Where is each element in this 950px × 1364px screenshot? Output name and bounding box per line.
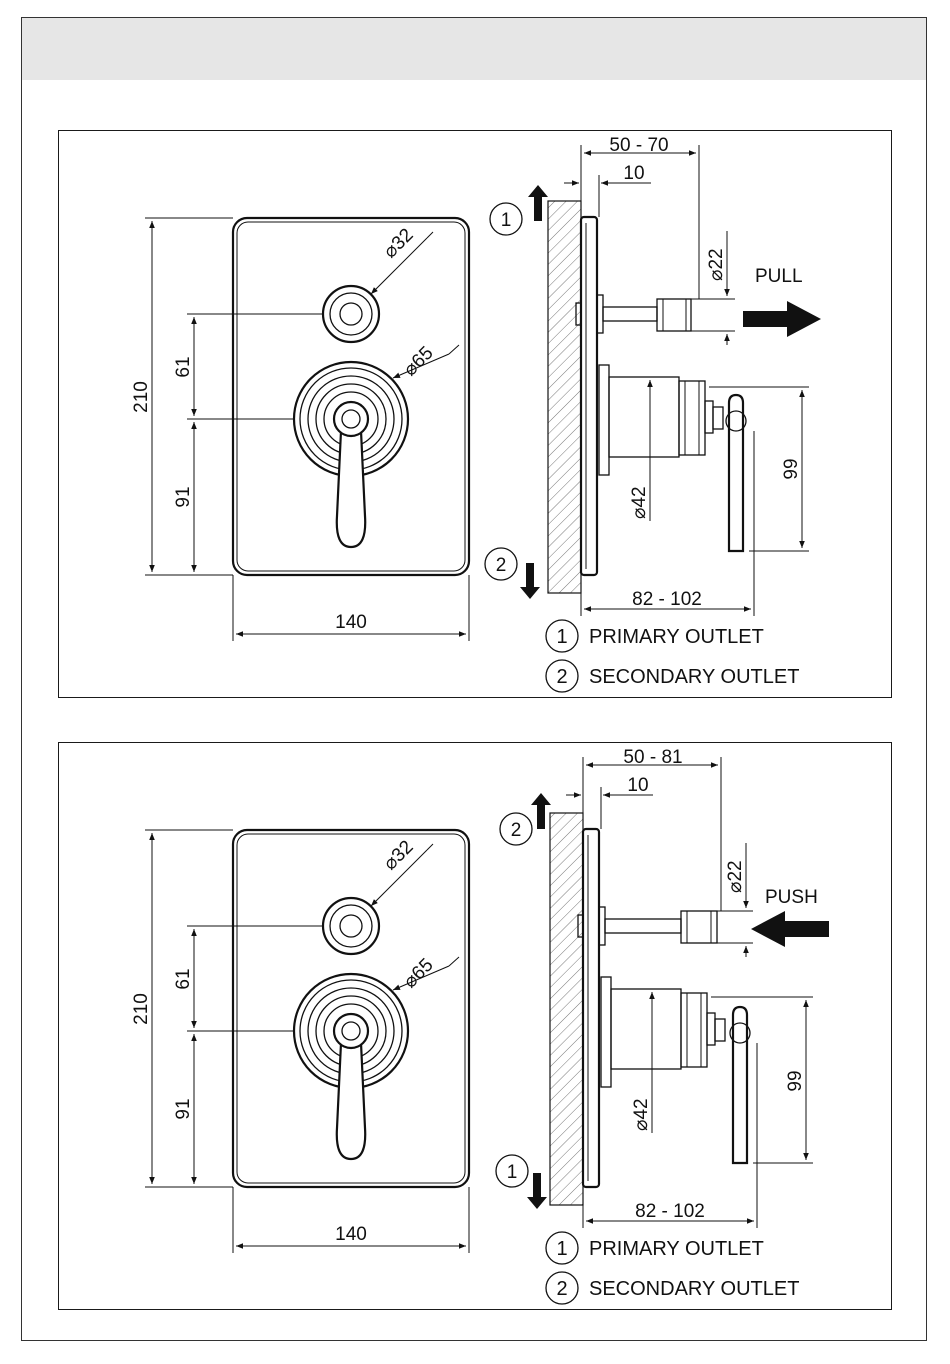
side-plate (581, 217, 597, 575)
legend: 1 PRIMARY OUTLET 2 SECONDARY OUTLET (546, 1232, 799, 1304)
legend-label-1: PRIMARY OUTLET (589, 1238, 764, 1260)
arrow-down-icon (520, 563, 540, 599)
marker-top: 2 (511, 820, 522, 841)
legend-label-2: SECONDARY OUTLET (589, 1278, 799, 1300)
marker-bottom: 2 (496, 555, 507, 576)
drawing-panel-push: 210 61 91 140 ⌀32 ⌀65 (58, 742, 892, 1310)
dim-handle-height: 99 (781, 458, 802, 479)
dim-reach-range: 82 - 102 (632, 589, 702, 610)
legend-num-1: 1 (556, 626, 567, 648)
pull-arrow-icon (743, 301, 821, 337)
legend: 1 PRIMARY OUTLET 2 SECONDARY OUTLET (546, 620, 799, 692)
legend-label-2: SECONDARY OUTLET (589, 666, 799, 688)
dim-dia-pin: ⌀22 (725, 860, 746, 893)
dim-lower: 91 (173, 1098, 194, 1119)
mixer-lever (337, 431, 365, 547)
arrow-up-icon (531, 793, 551, 829)
dim-lower: 91 (173, 486, 194, 507)
dim-width: 140 (335, 1224, 367, 1245)
diverter-knob (323, 286, 379, 342)
dim-plate: 10 (623, 163, 644, 184)
technical-drawing-pull: 210 61 91 140 ⌀32 ⌀65 (59, 131, 893, 699)
front-view: 210 61 91 140 ⌀32 ⌀65 (131, 830, 469, 1253)
dim-dia-pin: ⌀22 (706, 248, 727, 281)
technical-drawing-push: 210 61 91 140 ⌀32 ⌀65 (59, 743, 893, 1311)
legend-label-1: PRIMARY OUTLET (589, 626, 764, 648)
dim-reach-range: 82 - 102 (635, 1201, 705, 1222)
dim-width: 140 (335, 612, 367, 633)
dim-depth-range: 50 - 70 (609, 135, 668, 156)
action-label: PULL (755, 266, 803, 287)
dim-upper: 61 (173, 968, 194, 989)
dim-handle-height: 99 (785, 1070, 806, 1091)
legend-num-2: 2 (556, 666, 567, 688)
wall-section (548, 201, 581, 593)
arrow-down-icon (527, 1173, 547, 1209)
side-view: 2 1 PUSH 50 - 81 10 ⌀22 ⌀42 99 82 - 102 (496, 747, 829, 1228)
action-label: PUSH (765, 887, 818, 908)
dim-plate: 10 (627, 775, 648, 796)
marker-bottom: 1 (507, 1162, 518, 1183)
dim-dia-body: ⌀42 (631, 1098, 652, 1131)
header-band (22, 18, 926, 80)
dim-dia-body: ⌀42 (629, 486, 650, 519)
legend-num-2: 2 (556, 1278, 567, 1300)
dim-height: 210 (131, 993, 152, 1025)
marker-top: 1 (501, 210, 512, 231)
push-arrow-icon (751, 911, 829, 947)
front-view: 210 61 91 140 ⌀32 ⌀65 (131, 218, 469, 641)
drawing-panel-pull: 210 61 91 140 ⌀32 ⌀65 (58, 130, 892, 698)
dim-upper: 61 (173, 356, 194, 377)
arrow-up-icon (528, 185, 548, 221)
dim-height: 210 (131, 381, 152, 413)
side-view: 1 2 PULL 50 - 70 10 ⌀22 ⌀42 99 (485, 135, 821, 616)
legend-num-1: 1 (556, 1238, 567, 1260)
dim-depth-range: 50 - 81 (623, 747, 682, 768)
